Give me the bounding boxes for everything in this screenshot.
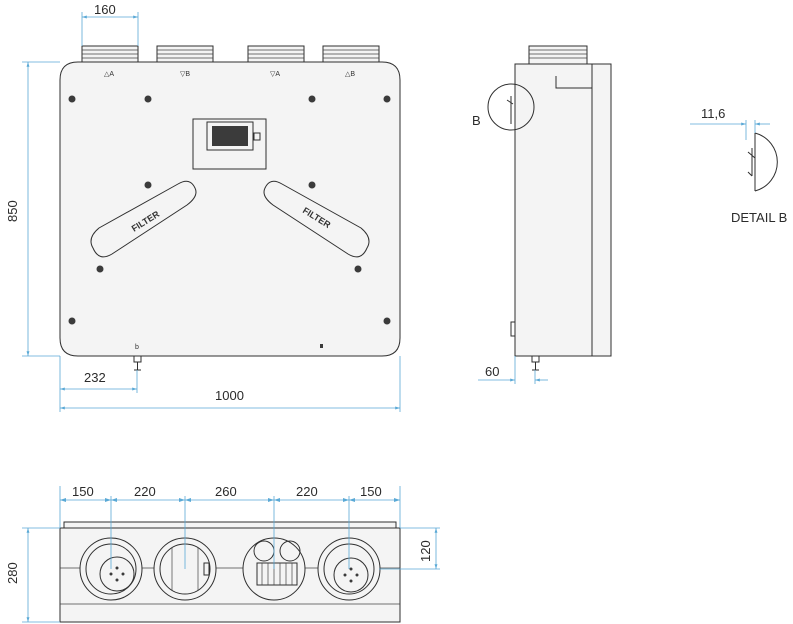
front-spigot-3 — [247, 45, 305, 63]
dim-depth: 280 — [5, 562, 20, 584]
front-spigot-1 — [81, 45, 139, 63]
front-screws — [68, 95, 391, 325]
side-casing — [514, 63, 593, 357]
dim-spacing-5: 150 — [360, 484, 382, 499]
filter-cover-right: FILTER — [263, 180, 370, 258]
front-drain: b — [133, 344, 323, 371]
port-symbol-3: ▽A — [270, 71, 280, 78]
side-dimensions: 60 — [478, 356, 548, 384]
dim-spacing-3: 260 — [215, 484, 237, 499]
svg-text:b: b — [135, 344, 139, 351]
dim-side-drain: 60 — [485, 364, 499, 379]
side-spigot — [528, 45, 588, 77]
dim-drain-offset: 232 — [84, 370, 106, 385]
detail-b-label: B — [472, 113, 481, 128]
front-dimensions: 160 850 232 1000 — [5, 2, 401, 412]
control-panel — [192, 118, 267, 170]
dim-spacing-2: 220 — [134, 484, 156, 499]
port-symbol-2: ▽B — [180, 71, 190, 78]
detail-b: 11,6 DETAIL B — [690, 106, 787, 225]
dim-width: 1000 — [215, 388, 244, 403]
dim-detail-thickness: 11,6 — [701, 106, 725, 121]
top-dimensions: 150 220 260 220 150 280 120 — [5, 484, 440, 623]
dim-spigot: 160 — [94, 2, 116, 17]
detail-b-title: DETAIL B — [731, 210, 787, 225]
dim-spacing-4: 220 — [296, 484, 318, 499]
port-symbol-1: △A — [104, 71, 114, 78]
front-view: △A ▽B ▽A △B FILTER — [59, 45, 401, 371]
dim-height: 850 — [5, 200, 20, 222]
detail-b-marker — [487, 83, 535, 131]
side-view: B — [472, 45, 612, 371]
front-spigot-2 — [156, 45, 214, 63]
front-casing — [59, 61, 401, 357]
dim-spacing-1: 150 — [72, 484, 94, 499]
front-spigot-4 — [322, 45, 380, 63]
port-symbol-4: △B — [345, 71, 355, 78]
dim-spigot-offset: 120 — [418, 540, 433, 562]
side-door — [591, 63, 612, 357]
